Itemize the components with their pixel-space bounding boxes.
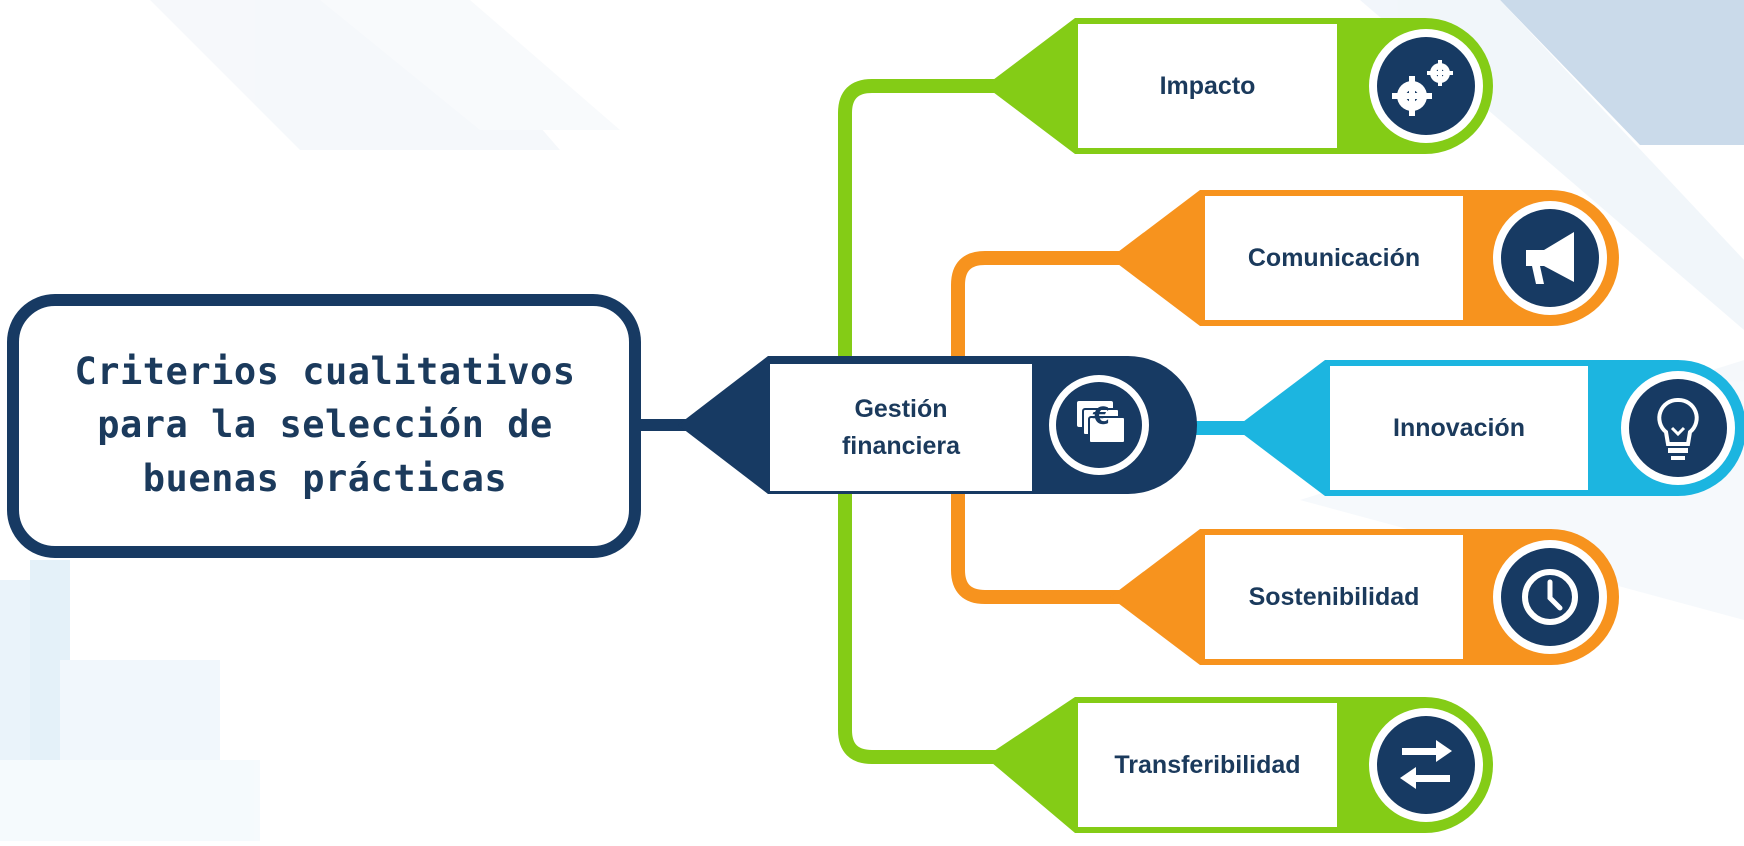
- title-box: [7, 294, 641, 558]
- center-node-label-line2: financiera: [841, 431, 961, 460]
- criterion-label-innovacion: Innovación: [1393, 413, 1525, 442]
- criterion-label-comunicacion: Comunicación: [1247, 243, 1421, 272]
- criterion-transferibilidad: [985, 697, 1493, 833]
- center-node-label: Gestión financiera: [772, 366, 1030, 489]
- gears-icon: [1392, 60, 1453, 116]
- svg-text:€: €: [1092, 402, 1110, 430]
- criterion-label-sostenibilidad: Sostenibilidad: [1248, 582, 1420, 611]
- transfer-arrows-icon: [1400, 740, 1452, 789]
- euro-banknotes-icon: €: [1077, 401, 1126, 444]
- criterion-impacto: [985, 18, 1493, 154]
- criterion-label-transferibilidad: Transferibilidad: [1114, 750, 1301, 779]
- diagram-title: Criterios cualitativos para la selección…: [74, 349, 576, 500]
- center-node: €: [678, 356, 1197, 494]
- criterion-comunicacion: [1110, 190, 1619, 326]
- center-node-label-line1: Gestión: [854, 395, 948, 424]
- clock-icon: [1522, 569, 1578, 625]
- megaphone-icon: [1526, 232, 1574, 284]
- criterion-innovacion: [1235, 360, 1744, 496]
- criterion-label-impacto: Impacto: [1159, 71, 1256, 100]
- criterion-sostenibilidad: [1110, 529, 1619, 665]
- lightbulb-icon: [1657, 397, 1699, 460]
